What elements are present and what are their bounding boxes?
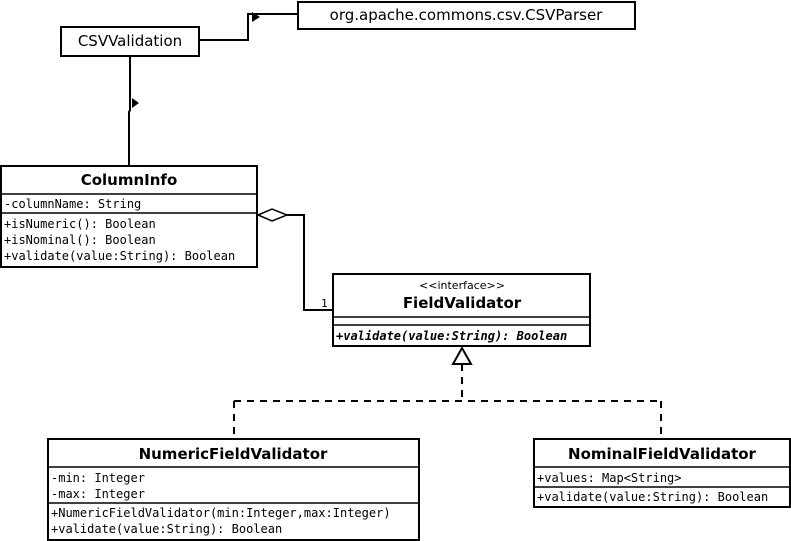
aggregation-diamond-icon xyxy=(256,208,290,222)
multiplicity-label: 1 xyxy=(321,297,328,310)
attribute: -columnName: String xyxy=(4,197,141,211)
realization-fieldvalidator xyxy=(233,345,662,439)
realization-triangle-icon xyxy=(451,345,473,365)
class-name: ColumnInfo xyxy=(81,171,178,189)
class-name: org.apache.commons.csv.CSVParser xyxy=(330,6,604,24)
attribute: -max: Integer xyxy=(51,487,145,501)
attribute: +values: Map<String> xyxy=(537,471,682,485)
class-csvparser[interactable]: org.apache.commons.csv.CSVParser xyxy=(297,1,636,30)
class-nominalfieldvalidator[interactable]: NominalFieldValidator +values: Map<Strin… xyxy=(533,438,791,508)
direction-arrow-icon xyxy=(132,98,139,108)
operation: +isNominal(): Boolean xyxy=(4,233,156,247)
class-name: FieldValidator xyxy=(403,294,522,312)
association-csvvalidation-csvparser xyxy=(199,12,298,41)
operation: +validate(value:String): Boolean xyxy=(537,490,768,504)
class-numericfieldvalidator[interactable]: NumericFieldValidator -min: Integer -max… xyxy=(47,438,420,541)
class-name: NumericFieldValidator xyxy=(139,445,328,463)
class-name: CSVValidation xyxy=(78,32,182,50)
operation: +NumericFieldValidator(min:Integer,max:I… xyxy=(51,506,391,520)
stereotype-label: <<interface>> xyxy=(419,279,505,292)
class-columninfo[interactable]: ColumnInfo -columnName: String +isNumeri… xyxy=(0,165,258,268)
aggregation-columninfo-fieldvalidator: 1 xyxy=(256,208,333,311)
attribute: -min: Integer xyxy=(51,471,145,485)
operation: +isNumeric(): Boolean xyxy=(4,217,156,231)
operation: +validate(value:String): Boolean xyxy=(51,522,282,536)
direction-arrow-icon xyxy=(252,12,260,22)
association-csvvalidation-columninfo xyxy=(128,56,139,166)
interface-fieldvalidator[interactable]: <<interface>> FieldValidator +validate(v… xyxy=(332,273,591,347)
operation: +validate(value:String): Boolean xyxy=(336,329,567,343)
class-csvvalidation[interactable]: CSVValidation xyxy=(60,26,200,57)
operation: +validate(value:String): Boolean xyxy=(4,249,235,263)
class-name: NominalFieldValidator xyxy=(568,445,757,463)
